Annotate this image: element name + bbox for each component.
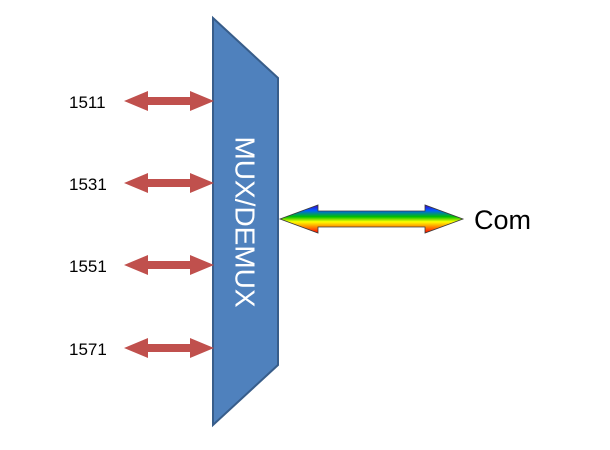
- port-1511: 1511: [69, 91, 214, 112]
- common-port-label: Com: [474, 205, 531, 235]
- port-1571: 1571: [69, 338, 214, 359]
- port-label-1551: 1551: [69, 257, 107, 276]
- mux-demux-block: [212, 15, 279, 428]
- common-port: Com: [278, 204, 531, 235]
- rainbow-bidirectional-arrow-icon: [278, 204, 465, 234]
- port-label-1571: 1571: [69, 340, 107, 359]
- port-1551: 1551: [69, 255, 214, 276]
- port-1531: 1531: [69, 173, 214, 194]
- bidirectional-arrow-icon: [124, 91, 214, 111]
- port-label-1511: 1511: [69, 93, 106, 112]
- mux-demux-label: MUX/DEMUX: [230, 136, 261, 307]
- bidirectional-arrow-icon: [124, 255, 214, 275]
- port-label-1531: 1531: [69, 175, 107, 194]
- bidirectional-arrow-icon: [124, 173, 214, 193]
- bidirectional-arrow-icon: [124, 338, 214, 358]
